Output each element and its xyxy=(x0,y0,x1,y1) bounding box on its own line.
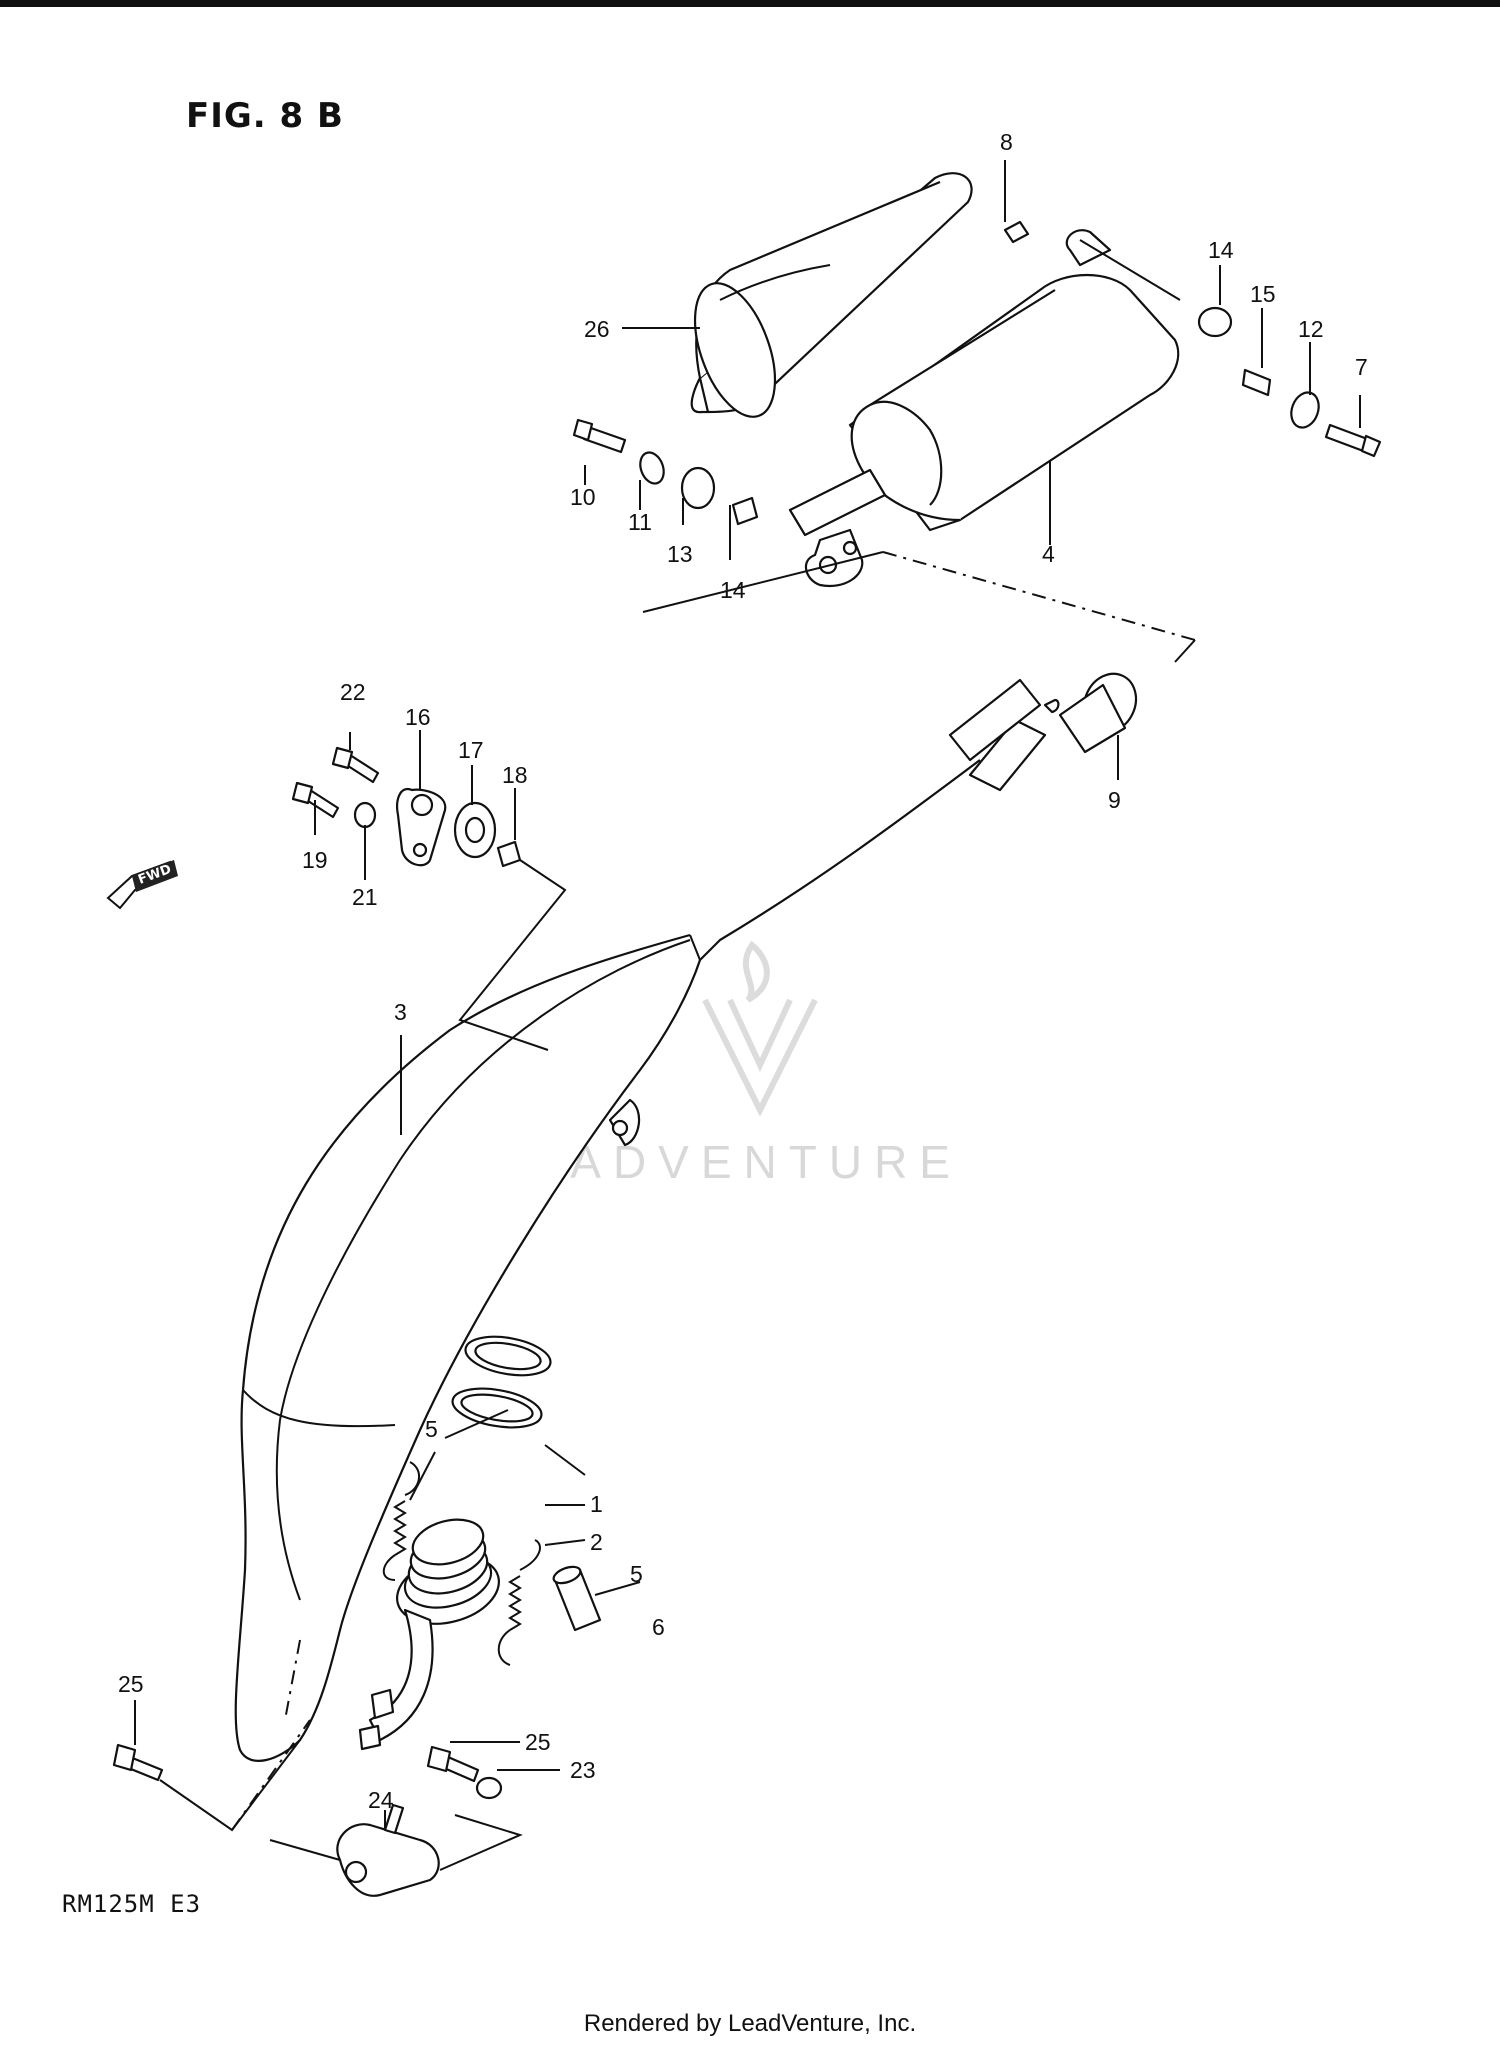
figure-title: FIG. 8 B xyxy=(186,96,344,136)
callout-24: 24 xyxy=(368,1787,394,1813)
callout-5-upper: 5 xyxy=(425,1416,438,1442)
callout-17: 16 xyxy=(405,704,431,730)
silencer-cover-26 xyxy=(690,172,973,418)
callout-12: 12 xyxy=(1298,316,1324,342)
silencer-to-pipe-dash xyxy=(882,551,1196,641)
silencer-to-pipe-leader xyxy=(642,551,884,613)
watermark-logo xyxy=(702,940,818,1117)
callout-6: 6 xyxy=(652,1614,665,1640)
callout-15: 14 xyxy=(720,577,746,603)
callout-labels: 8 14 15 12 7 26 4 10 11 13 14 9 22 16 17… xyxy=(118,129,1368,1813)
exhaust-end-cap-9 xyxy=(1058,672,1138,754)
expansion-chamber-3 xyxy=(234,718,1047,1762)
callout-21: 22 xyxy=(340,679,366,705)
top-border-rule xyxy=(0,0,1500,7)
callout-22: 21 xyxy=(352,884,378,910)
callout-leader-lines xyxy=(134,160,1361,1828)
mounting-leader-lines xyxy=(159,1639,523,1871)
callout-20: 19 xyxy=(302,847,328,873)
callout-3: 3 xyxy=(394,999,407,1025)
callout-25-right: 25 xyxy=(525,1729,551,1755)
callout-23: 23 xyxy=(570,1757,596,1783)
callout-25-left: 25 xyxy=(118,1671,144,1697)
callout-8: 8 xyxy=(1000,129,1013,155)
callout-18: 17 xyxy=(458,737,484,763)
pipe-bracket-hardware xyxy=(291,746,567,1051)
callout-7: 7 xyxy=(1355,354,1368,380)
model-code: RM125M E3 xyxy=(62,1890,202,1918)
silencer-mount-hardware xyxy=(572,220,1382,526)
lower-mount-bracket-24 xyxy=(336,1803,440,1897)
exhaust-outlet-tube xyxy=(948,678,1060,762)
render-credit-footer: Rendered by LeadVenture, Inc. xyxy=(583,2010,917,2037)
silencer-to-pipe-end xyxy=(1174,639,1196,663)
callout-1: 1 xyxy=(590,1491,603,1517)
callout-26: 26 xyxy=(584,316,610,342)
callout-16: 15 xyxy=(1250,281,1276,307)
callout-5-lower: 5 xyxy=(630,1561,643,1587)
callout-19: 18 xyxy=(502,762,528,788)
exhaust-flange-spring-assembly xyxy=(358,1335,602,1751)
silencer-body-4 xyxy=(788,229,1180,588)
callout-11: 11 xyxy=(628,509,652,535)
forward-direction-arrow: FWD xyxy=(106,860,178,910)
callout-10: 10 xyxy=(570,484,596,510)
callout-2: 2 xyxy=(590,1529,603,1555)
callout-14: 14 xyxy=(1208,237,1234,263)
callout-13: 13 xyxy=(667,541,693,567)
callout-9: 9 xyxy=(1108,787,1121,813)
callout-4: 4 xyxy=(1042,541,1055,567)
lower-bolts-25-23 xyxy=(112,1743,503,1800)
